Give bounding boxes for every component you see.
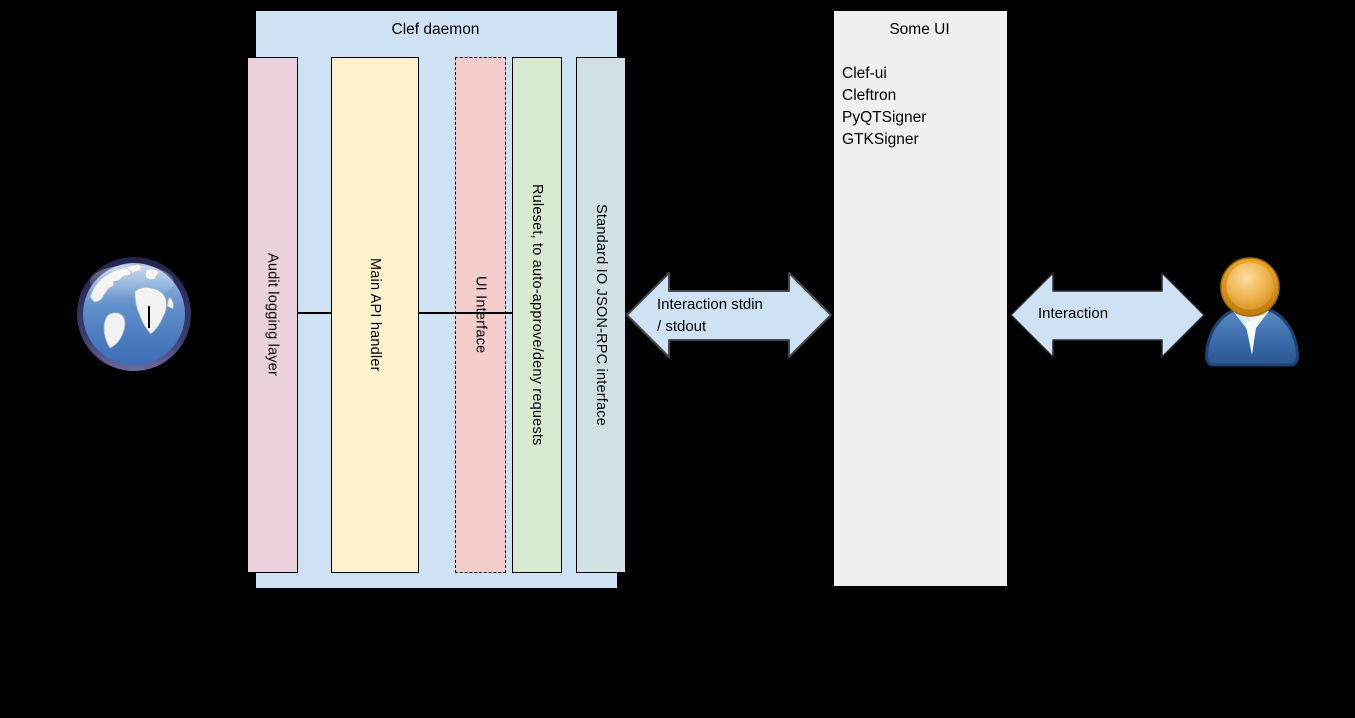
list-item: PyQTSigner [842,109,927,126]
some-ui-implementation-list: Clef-ui Cleftron PyQTSigner GTKSigner [842,63,1002,151]
layer-label: Standard IO JSON-RPC interface [593,204,609,426]
connector-line [418,312,512,314]
arrow-label-interaction: Interaction [1038,305,1109,322]
list-item: Clef-ui [842,65,887,82]
connector-line [297,312,331,314]
layer-bar-stdio-jsonrpc: Standard IO JSON-RPC interface [576,57,626,573]
double-arrow-shape [1010,272,1205,358]
layer-bar-main-api-handler: Main API handler [331,57,419,573]
some-ui-box [833,10,1008,587]
connector-tick [148,306,150,328]
interaction-arrow-stdio [626,272,832,358]
layer-label: Ruleset, to auto-approve/deny requests [529,184,545,446]
clef-daemon-box [255,10,618,589]
arrow-label-line: Interaction stdin [657,296,763,313]
layer-bar-audit-logging: Audit logging layer [247,57,298,573]
layer-bar-ui-interface: UI Interface [455,57,506,573]
arrow-label-line: / stdout [657,318,707,335]
clef-daemon-title: Clef daemon [391,21,480,38]
layer-label: Main API handler [367,258,383,372]
globe-icon [77,257,191,371]
interaction-arrow-user [1010,272,1205,358]
double-arrow-shape [626,272,832,358]
list-item: Cleftron [842,87,897,104]
layer-label: Audit logging layer [264,253,281,377]
some-ui-title: Some UI [889,21,950,38]
arrow-label-stdio: Interaction stdin / stdout [657,294,763,338]
layer-label: UI Interface [472,276,489,354]
list-item: GTKSigner [842,131,919,148]
layer-bar-ruleset: Ruleset, to auto-approve/deny requests [512,57,562,573]
person-icon [1204,257,1300,367]
